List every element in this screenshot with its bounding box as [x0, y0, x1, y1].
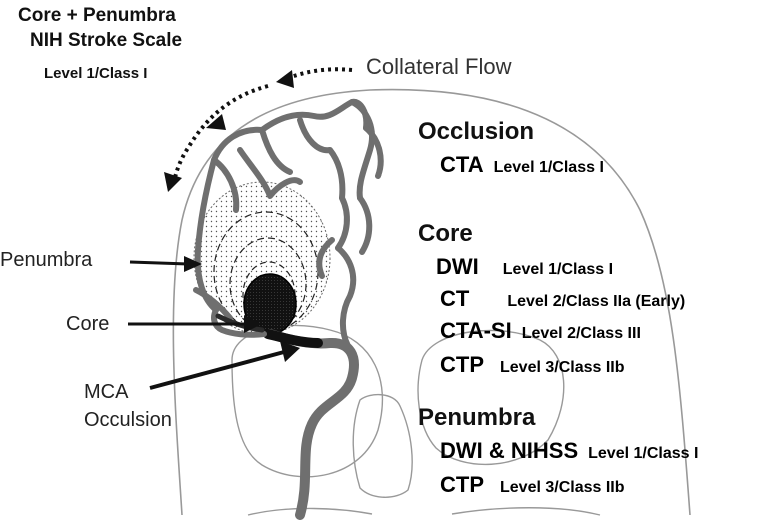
modality-label: CTP [440, 472, 484, 497]
modality-label: CTA [440, 152, 484, 177]
core-row-ctp: CTP Level 3/Class IIb [440, 354, 625, 376]
mca-arrow [149, 350, 285, 390]
penumbra-heading: Penumbra [418, 404, 536, 431]
core-label: Core [66, 313, 110, 335]
modality-label: CTA-SI [440, 318, 512, 343]
collateral-arrow-left-head [164, 172, 182, 192]
modality-label: CTP [440, 352, 484, 377]
core-row-cta-si: CTA-SI Level 2/Class III [440, 320, 641, 342]
occlusion-row-cta: CTA Level 1/Class I [440, 154, 604, 176]
core-arrow-head [244, 315, 262, 333]
mca-label-line2: Occulsion [84, 409, 172, 431]
nasal-cavity [352, 393, 413, 498]
occluded-segment [263, 329, 323, 348]
evidence-level: Level 1/Class I [588, 445, 699, 462]
evidence-level: Level 1/Class I [493, 159, 604, 176]
header-title: Core + Penumbra [18, 5, 176, 26]
penumbra-row-ctp: CTP Level 3/Class IIb [440, 474, 625, 496]
penumbra-arrow-head [184, 256, 202, 272]
penumbra-row-dwi-nihss: DWI & NIHSS Level 1/Class I [440, 440, 698, 462]
evidence-level: Level 2/Class IIa (Early) [507, 293, 686, 310]
jaw-outline [247, 507, 601, 516]
modality-label: DWI [436, 254, 479, 279]
evidence-level: Level 1/Class I [502, 261, 614, 278]
evidence-level: Level 2/Class III [521, 325, 641, 342]
mca-arrow-head [280, 341, 300, 362]
penumbra-label: Penumbra [0, 249, 93, 271]
skull-outline [172, 88, 691, 516]
eye-socket-right [417, 329, 565, 466]
collateral-flow-label: Collateral Flow [366, 54, 512, 79]
collateral-vessels [193, 98, 384, 349]
modality-label: DWI & NIHSS [440, 438, 579, 463]
header-level: Level 1/Class I [44, 65, 148, 82]
core-row-ct: CT Level 2/Class IIa (Early) [440, 288, 685, 310]
evidence-level: Level 3/Class IIb [500, 479, 625, 496]
main-artery [265, 329, 359, 520]
collateral-arrow-top-head [276, 70, 294, 88]
evidence-level: Level 3/Class IIb [500, 359, 625, 376]
occlusion-heading: Occlusion [418, 118, 535, 145]
penumbra-arrow [129, 260, 189, 266]
collateral-arrow-left [172, 84, 269, 183]
collateral-arrow-top [287, 67, 353, 80]
core-heading: Core [418, 220, 473, 247]
core-row-dwi: DWI Level 1/Class I [436, 256, 613, 278]
modality-label: CT [440, 286, 470, 311]
collateral-arrow-mid-head [206, 114, 226, 130]
mca-label-line1: MCA [84, 381, 129, 403]
header-subtitle: NIH Stroke Scale [30, 30, 183, 51]
